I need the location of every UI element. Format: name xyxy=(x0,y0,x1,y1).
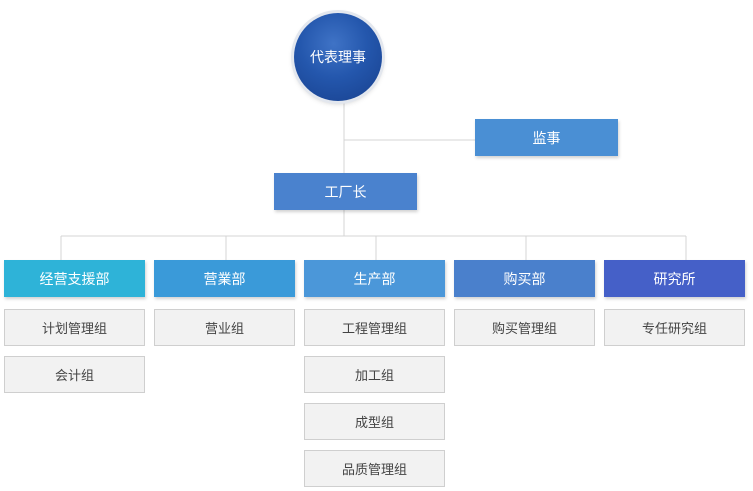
team-node: 成型组 xyxy=(304,403,445,440)
team-node: 加工组 xyxy=(304,356,445,393)
department-node: 生产部 xyxy=(304,260,445,297)
team-node: 购买管理组 xyxy=(454,309,595,346)
team-node: 工程管理组 xyxy=(304,309,445,346)
department-node: 经营支援部 xyxy=(4,260,145,297)
auditor-node: 监事 xyxy=(475,119,618,156)
team-node: 专任研究组 xyxy=(604,309,745,346)
department-node: 购买部 xyxy=(454,260,595,297)
team-node: 品质管理组 xyxy=(304,450,445,487)
department-node: 营業部 xyxy=(154,260,295,297)
team-node: 计划管理组 xyxy=(4,309,145,346)
representative-node: 代表理事 xyxy=(294,13,382,101)
team-node: 营业组 xyxy=(154,309,295,346)
team-node: 会计组 xyxy=(4,356,145,393)
department-node: 研究所 xyxy=(604,260,745,297)
plant-manager-node: 工厂长 xyxy=(274,173,417,210)
